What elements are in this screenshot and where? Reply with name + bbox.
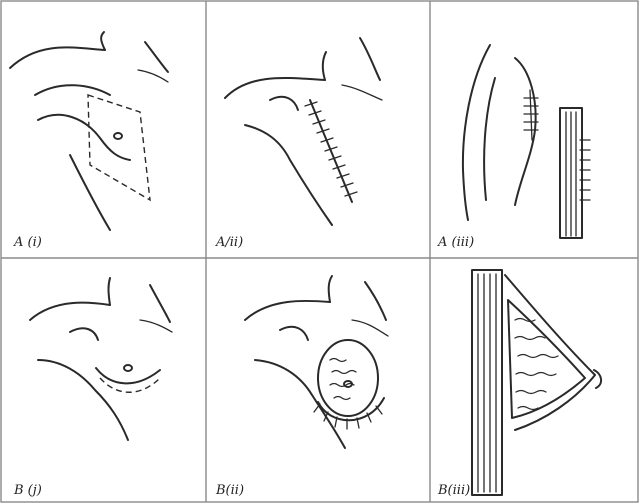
panel-label-a-i: A (i)	[13, 235, 42, 250]
panel-b-iii: B(iii)	[437, 270, 601, 498]
panel-label-b-ii: B(ii)	[215, 483, 244, 498]
panel-a-i: A (i)	[10, 32, 168, 250]
panel-label-b-i: B (j)	[13, 483, 42, 498]
breast-texture-b-ii	[330, 359, 356, 400]
panel-b-ii: B(ii)	[215, 276, 388, 498]
panel-b-i: B (j)	[13, 278, 172, 498]
chest-wall-hatching-b	[478, 274, 496, 492]
panel-a-iii: A (iii)	[437, 45, 590, 250]
suture-crossmarks	[305, 102, 357, 196]
chest-wall-hatching-a	[566, 112, 590, 236]
panel-label-a-ii: A/ii)	[215, 235, 243, 250]
breast-tissue-texture	[515, 319, 558, 410]
panel-label-a-iii: A (iii)	[437, 235, 474, 250]
panel-label-b-iii: B(iii)	[437, 483, 470, 498]
panel-a-ii: A/ii)	[215, 38, 382, 250]
